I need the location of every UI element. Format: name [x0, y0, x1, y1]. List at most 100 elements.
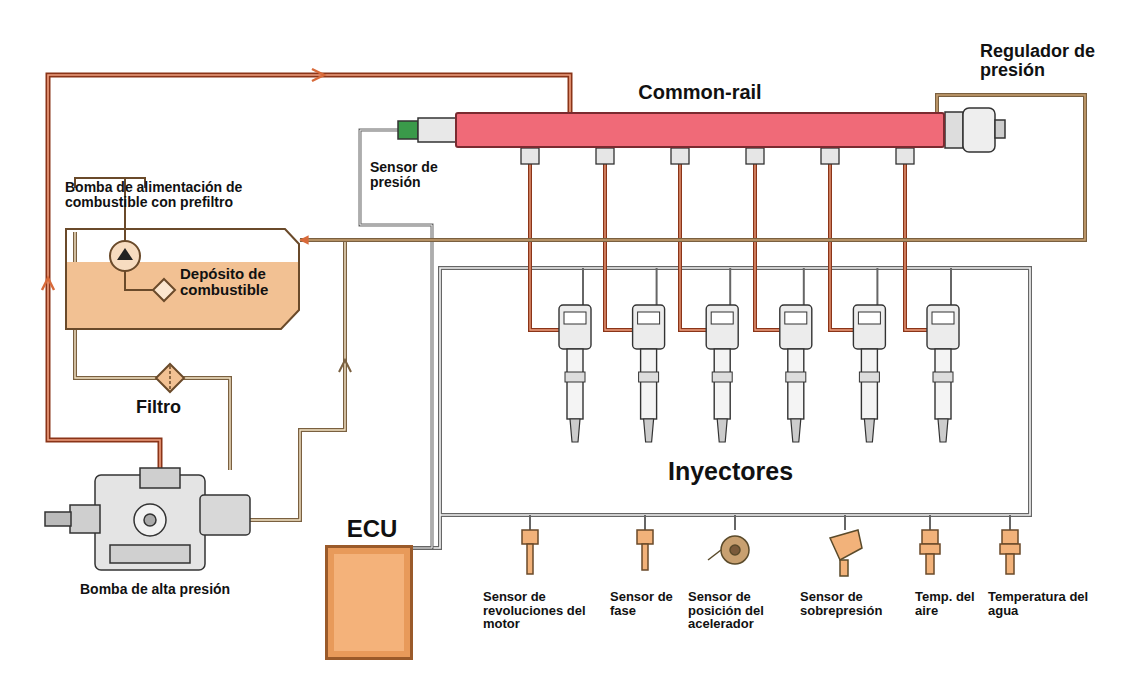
injector: [714, 349, 730, 419]
part-label: Temperatura del agua: [988, 590, 1098, 617]
injector: [717, 419, 727, 442]
sensor-wires: [734, 515, 736, 530]
phase-sensor: [642, 544, 648, 570]
pressure-regulator: [995, 120, 1005, 138]
injector: [638, 312, 660, 324]
part-label: Inyectores: [668, 458, 848, 484]
high-pressure-pump: [144, 514, 156, 526]
injector-group: [521, 148, 959, 442]
engine-speed-sensor: [527, 544, 533, 574]
filter-symbol: [156, 364, 184, 392]
high-pressure-pump: [45, 468, 250, 570]
fuel: [66, 262, 299, 329]
filter-symbol: [169, 366, 171, 390]
injector: [927, 305, 959, 349]
part-label: Sensor de fase: [610, 590, 680, 617]
throttle-position-sensor: [708, 536, 749, 564]
injector: [950, 268, 952, 305]
water-temperature-sensor: [1000, 544, 1020, 554]
injector: [938, 419, 948, 442]
prefilter: [153, 279, 175, 301]
injector: [905, 160, 928, 330]
injector: [803, 268, 805, 305]
tank-label: Depósito de combustible: [180, 266, 295, 298]
injector: [644, 419, 654, 442]
high-pressure-pump: [134, 504, 166, 536]
throttle-position-sensor: [730, 545, 740, 555]
part-label: Filtro: [136, 398, 216, 417]
injector: [859, 372, 879, 382]
injector: [564, 312, 586, 324]
air-temperature-sensor: [920, 530, 940, 574]
injector: [746, 148, 764, 164]
pressure-regulator: [945, 112, 963, 148]
injector: [853, 305, 885, 349]
air-temperature-sensor: [926, 554, 934, 574]
pressure-regulator: [963, 108, 995, 152]
throttle-position-sensor: [721, 536, 749, 564]
engine-speed-sensor: [522, 530, 538, 574]
injector: [582, 268, 584, 305]
injector: [861, 349, 877, 419]
injector: [896, 148, 914, 164]
sensor-wires: [1009, 515, 1011, 530]
injector: [905, 160, 928, 330]
part-label: Temp. del aire: [915, 590, 975, 617]
high-pressure-pump: [110, 545, 190, 563]
injector: [680, 160, 707, 330]
water-temperature-sensor: [1006, 554, 1014, 574]
high-pressure-pump: [140, 468, 180, 488]
injector: [864, 419, 874, 442]
air-temperature-sensor: [922, 530, 938, 544]
sensor-wires: [530, 515, 1010, 530]
high-pressure-pump: [95, 475, 205, 570]
injector: [821, 148, 885, 442]
throttle-position-sensor: [708, 550, 721, 560]
tank-wall: [66, 229, 299, 329]
sensor-wires: [929, 515, 931, 530]
injector: [780, 305, 812, 349]
injector: [711, 312, 733, 324]
wiring-harness: [360, 130, 432, 548]
injector: [596, 148, 665, 442]
part-label: Bomba de alta presión: [80, 582, 280, 597]
part-label: Sensor de posición del acelerador: [688, 590, 798, 631]
injector: [788, 349, 804, 419]
high-pressure-pump: [70, 505, 100, 533]
fuel-tank: Depósito de combustible: [65, 228, 300, 330]
injector: [786, 372, 806, 382]
return-pipe: [300, 95, 1085, 240]
high-pressure-pump: [45, 512, 71, 526]
engine-speed-sensor: [522, 530, 538, 544]
injector: [933, 372, 953, 382]
injector: [935, 349, 951, 419]
return-pipe: [300, 95, 1085, 240]
wiring-harness: [413, 268, 1030, 548]
prefilter-pipe: [125, 271, 153, 290]
component-heading: Common-rail: [457, 82, 943, 103]
injector: [821, 148, 839, 164]
injector: [633, 305, 665, 349]
phase-sensor: [637, 530, 653, 544]
high-pressure-pipe: [312, 69, 324, 81]
feed-pump: [117, 248, 133, 260]
wiring-harness: [360, 130, 432, 548]
injector: [858, 312, 880, 324]
component-heading: ECU: [308, 516, 436, 541]
injector: [791, 419, 801, 442]
injector: [671, 148, 738, 442]
wiring-harness: [413, 268, 1030, 548]
injector: [746, 148, 812, 442]
common-rail: Common-rail: [455, 112, 945, 148]
injector: [876, 268, 878, 305]
injector: [830, 160, 854, 330]
injector: [565, 372, 585, 382]
part-label: Bomba de alimentación de combustible con…: [65, 180, 305, 209]
water-temperature-sensor: [1002, 530, 1018, 544]
injector: [570, 419, 580, 442]
injector: [729, 268, 731, 305]
injector: [530, 160, 560, 330]
